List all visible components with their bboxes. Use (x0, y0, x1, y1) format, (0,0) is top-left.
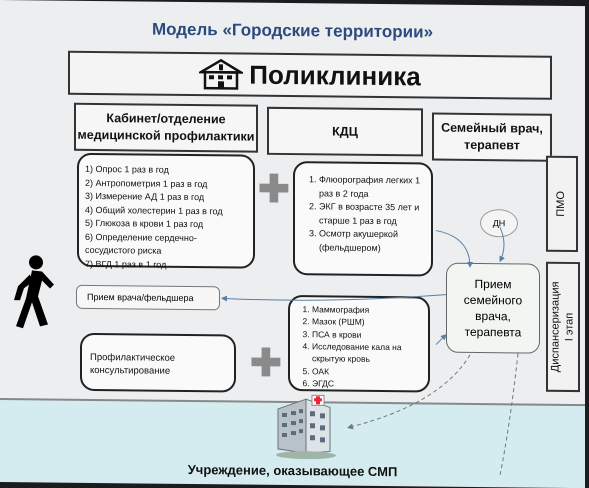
polyclinic-header: Поликлиника (68, 50, 552, 100)
hospital-icon (199, 58, 244, 90)
walking-person-icon (14, 255, 54, 329)
building-icon (276, 394, 336, 460)
